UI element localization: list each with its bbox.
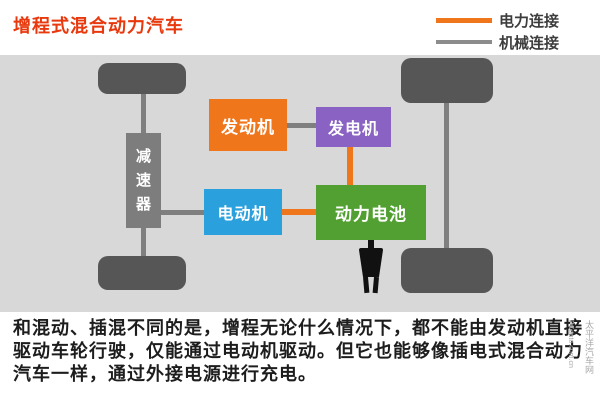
generator-box: 发电机 xyxy=(316,107,391,147)
reducer-box: 减速器 xyxy=(126,133,161,228)
legend-electric: 电力连接 xyxy=(436,9,559,31)
mech-link-reducer-motor xyxy=(161,210,204,215)
right-axle xyxy=(444,100,449,250)
mech-link-engine-generator xyxy=(287,123,316,128)
mechanical-connection-line-icon xyxy=(436,40,492,44)
wheel-front-left xyxy=(98,63,186,94)
elec-link-battery-motor xyxy=(282,209,316,215)
motor-box: 电动机 xyxy=(204,189,282,235)
legend-mechanical: 机械连接 xyxy=(436,31,559,53)
electric-connection-line-icon xyxy=(436,17,492,23)
page-title: 增程式混合动力汽车 xyxy=(13,16,184,36)
watermark: 太平洋汽车网 PCauto.com.cn xyxy=(561,320,599,401)
engine-box: 发动机 xyxy=(209,99,287,151)
mechanical-connection-label: 机械连接 xyxy=(499,34,560,52)
watermark-site-name: 太平洋汽车网 xyxy=(584,320,594,374)
wheel-rear-left xyxy=(98,256,186,290)
electric-connection-label: 电力连接 xyxy=(499,12,560,30)
power-plug-icon xyxy=(359,240,383,294)
legend: 电力连接 机械连接 xyxy=(436,9,559,53)
battery-box: 动力电池 xyxy=(316,185,426,240)
wheel-front-right xyxy=(401,58,493,103)
elec-link-generator-battery xyxy=(347,147,353,185)
description-text: 和混动、插混不同的是，增程无论什么情况下，都不能由发动机直接驱动车轮行驶，仅能通… xyxy=(13,318,583,384)
reducer-label: 减速器 xyxy=(135,147,151,213)
diagram-canvas: 减速器 发动机 发电机 电动机 动力电池 xyxy=(0,55,600,312)
watermark-site-url: PCauto.com.cn xyxy=(566,320,574,368)
wheel-rear-right xyxy=(401,248,493,293)
